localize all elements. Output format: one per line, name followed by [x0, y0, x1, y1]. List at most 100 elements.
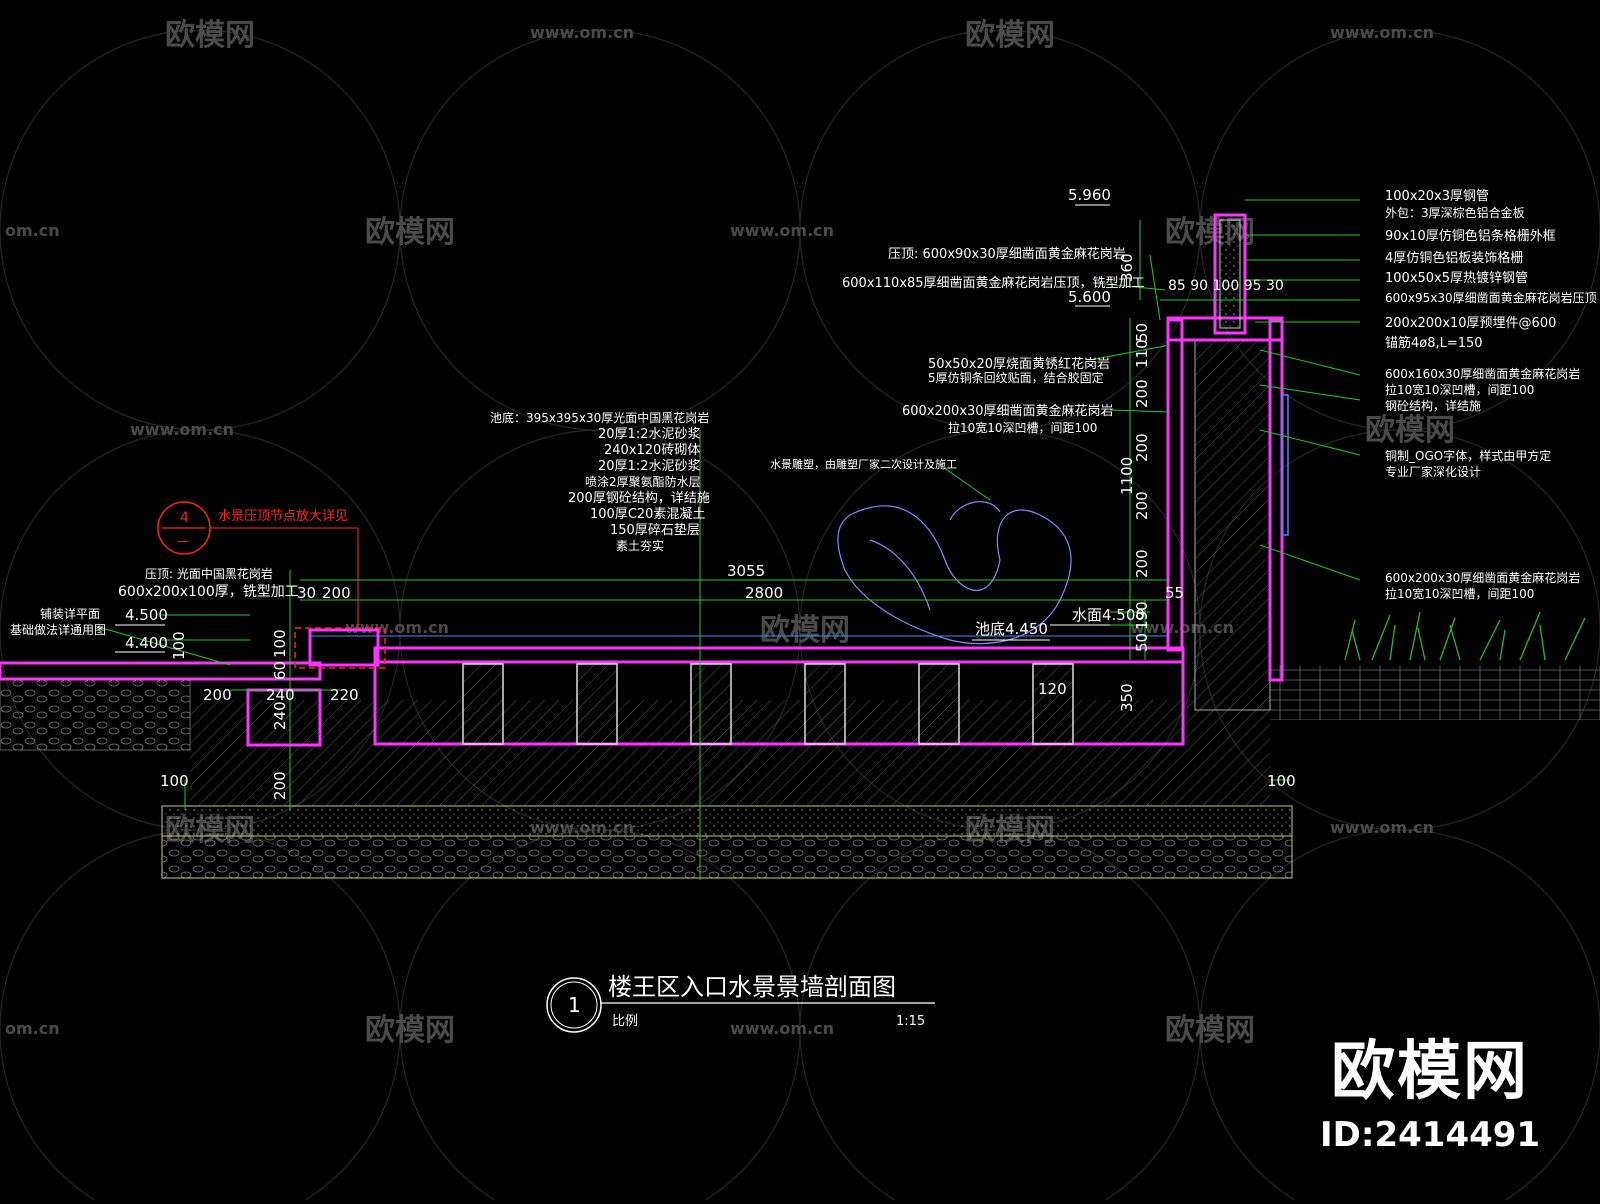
dim-200-b: 200: [1133, 433, 1151, 462]
dim-ticks: [115, 204, 1110, 653]
wall-cladding-back: [1268, 318, 1284, 682]
elev-top: 5.960: [1068, 186, 1111, 204]
watermark-brand: 欧模网: [165, 18, 255, 53]
notes-right: 100x20x3厚钢管 外包：3厚深棕色铝合金板 90x10厚仿铜色铝条格栅外框…: [1385, 189, 1597, 601]
feature-wall: [1166, 213, 1289, 711]
dim-190: 190: [1133, 601, 1151, 630]
notes-center: 压顶: 600x90x30厚细凿面黄金麻花岗岩 600x110x85厚细凿面黄金…: [770, 246, 1145, 471]
dim-2800: 2800: [745, 584, 783, 602]
elev-water: 水面4.500: [1072, 606, 1145, 624]
note-r-6: 200x200x10厚预埋件@600: [1385, 316, 1556, 331]
dim-1100: 1100: [1118, 457, 1136, 495]
brand-id: ID:2414491: [1320, 1115, 1541, 1155]
note-r-5: 600x95x30厚细凿面黄金麻花岗岩压顶: [1385, 290, 1597, 305]
note-coping-1: 压顶: 光面中国黑花岗岩: [145, 566, 273, 581]
layer-6: 100厚C20素混凝土: [590, 506, 705, 522]
note-c-0: 压顶: 600x90x30厚细凿面黄金麻花岗岩: [888, 246, 1126, 262]
brand-logo: 欧模网: [1331, 1035, 1529, 1109]
note-c-6: 水景雕塑，由雕塑厂家二次设计及施工: [770, 457, 957, 471]
foundation-gravel: [161, 835, 1293, 879]
note-c-1: 600x110x85厚细凿面黄金麻花岗岩压顶，铣型加工: [842, 275, 1145, 291]
note-paving-1: 铺装详平面: [40, 606, 100, 621]
drawing-number-circle-inner: [550, 981, 598, 1029]
dim-50: 50: [1133, 323, 1151, 342]
wall-cladding-front: [1166, 318, 1184, 652]
grass: [1344, 611, 1586, 661]
watermark-url: www.om.cn: [730, 221, 834, 240]
note-r-12: 专业厂家深化设计: [1385, 464, 1481, 479]
watermark-brand: 欧模网: [965, 18, 1055, 53]
note-r-3: 4厚仿铜色铝板装饰格栅: [1385, 250, 1523, 266]
dim-85-90-100-95-30: 85 90 100 95 30: [1168, 278, 1284, 294]
note-r-8: 600x160x30厚细凿面黄金麻花岗岩: [1385, 366, 1580, 381]
watermark-url: www.om.cn: [1330, 23, 1434, 42]
dim-350: 350: [1118, 683, 1136, 712]
dimension-labels: 3055 2800 30 200 55 85 90 100 95 30 200 …: [160, 253, 1296, 800]
dim-50-b: 50: [1133, 633, 1151, 652]
brand-stamp: 欧模网 ID:2414491: [1320, 1040, 1540, 1152]
note-c-3: 5厚仿铜条回纹贴面，结合胶固定: [928, 370, 1104, 385]
dim-200-c: 200: [1133, 491, 1151, 520]
detail-callout-number: 4: [180, 510, 189, 526]
note-r-9: 拉10宽10深凹槽，间距100: [1385, 382, 1534, 397]
dim-100-right: 100: [1267, 772, 1296, 790]
pool: [0, 627, 1185, 747]
coping-detail-box: [294, 627, 386, 669]
wall-core: [1194, 339, 1271, 711]
dim-360: 360: [1118, 253, 1136, 282]
drawing-number-circle: [546, 977, 602, 1033]
dim-100-left: 100: [160, 772, 189, 790]
watermark-brand: 欧模网: [1165, 215, 1255, 250]
watermark-url: www.om.cn: [530, 23, 634, 42]
dim-100-vert-b: 100: [271, 629, 289, 658]
note-r-7: 锚筋4ø8,L=150: [1385, 335, 1483, 351]
watermark-brand: 欧模网: [1365, 413, 1455, 448]
watermark-brand: 欧模网: [760, 613, 850, 648]
dim-100-vert: 100: [170, 631, 188, 660]
note-c-4: 600x200x30厚细凿面黄金麻花岗岩: [902, 403, 1114, 419]
layer-5: 200厚钢砼结构，详结施: [568, 491, 710, 506]
layer-7: 150厚碎石垫层: [610, 522, 700, 538]
layer-1: 20厚1:2水泥砂浆: [598, 427, 700, 442]
note-r-4: 100x50x5厚热镀锌钢管: [1385, 270, 1528, 286]
watermark-url: om.cn: [5, 221, 60, 240]
dim-200-vert: 200: [271, 771, 289, 800]
notes-left: 压顶: 光面中国黑花岗岩 600x200x100厚，铣型加工 铺装详平面 基础做…: [10, 566, 299, 637]
dim-3055: 3055: [727, 562, 765, 580]
dim-240-vert: 240: [271, 701, 289, 730]
note-coping-2: 600x200x100厚，铣型加工: [118, 584, 299, 600]
note-r-11: 铜制_OGO字体，样式由甲方定: [1385, 448, 1551, 463]
watermark-url: www.om.cn: [345, 618, 449, 637]
foundation-concrete: [161, 805, 1293, 837]
watermark-brand: 欧模网: [365, 215, 455, 250]
dim-110: 110: [1133, 339, 1151, 368]
pool-bottom-structure: [373, 660, 1185, 746]
dim-240: 240: [266, 686, 295, 704]
brick-piers: [462, 663, 1074, 745]
elevations: 5.960 5.600 水面4.500 池底4.450 4.500 4.400: [125, 186, 1145, 652]
note-c-5: 拉10宽10深凹槽，间距100: [948, 420, 1097, 435]
note-c-2: 50x50x20厚烧面黄锈红花岗岩: [928, 356, 1110, 372]
sculpture: [837, 501, 1072, 645]
dim-200-a: 200: [1133, 379, 1151, 408]
drawing-number: 1: [568, 993, 581, 1017]
detail-callout-text: 水景压顶节点放大详见: [218, 509, 348, 524]
note-r-1: 外包：3厚深棕色铝合金板: [1385, 205, 1525, 220]
layer-3: 20厚1:2水泥砂浆: [598, 459, 700, 474]
layer-4: 喷涂2厚聚氨酯防水层: [585, 474, 701, 489]
note-r-14: 拉10宽10深凹槽，间距100: [1385, 586, 1534, 601]
watermark-brand: 欧模网: [365, 1013, 455, 1048]
layer-0: 池底：395x395x30厚光面中国黑花岗岩: [490, 410, 709, 425]
dim-200-left: 200: [203, 686, 232, 704]
layer-8: 素土夯实: [616, 538, 664, 553]
note-r-2: 90x10厚仿铜色铝条格栅外框: [1385, 228, 1556, 244]
watermark-url: www.om.cn: [730, 1019, 834, 1038]
drawing-subtitle: 比例: [612, 1014, 638, 1029]
title-block: 1 楼王区入口水景景墙剖面图 比例 1:15: [546, 973, 935, 1033]
watermark-url: www.om.cn: [1330, 818, 1434, 837]
dim-60: 60: [271, 661, 289, 680]
drawing-scale: 1:15: [896, 1014, 925, 1029]
note-r-10: 钢砼结构，详结施: [1385, 398, 1481, 413]
